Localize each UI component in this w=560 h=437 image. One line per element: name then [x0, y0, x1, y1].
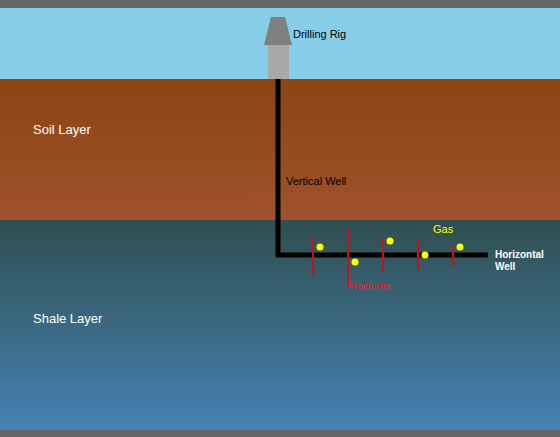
- node-label: Drilling Rig: [293, 28, 346, 41]
- gas-dot: [387, 238, 394, 245]
- node-label: Soil Layer: [33, 123, 91, 138]
- drilling-rig: Drilling Rig: [264, 17, 292, 79]
- gas-dot: [317, 244, 324, 251]
- gas-dot: [422, 252, 429, 259]
- node-label: Shale Layer: [33, 312, 102, 327]
- fracture-line: [452, 245, 454, 266]
- rig-tower: [264, 17, 292, 45]
- shale-band: Shale Layer: [0, 220, 560, 430]
- fracture-line: [417, 240, 419, 270]
- vertical-well: [276, 79, 281, 257]
- well-label: Horizontal Well: [495, 249, 557, 272]
- fracture-line: [347, 227, 349, 285]
- soil-band: Soil Layer: [0, 79, 560, 220]
- well-label: Vertical Well: [286, 175, 346, 188]
- horizontal-well: [276, 253, 488, 258]
- rig-base: [268, 45, 289, 79]
- gas-label: Gas: [433, 223, 453, 236]
- fracture-line: [312, 235, 314, 276]
- fracture-line: [382, 237, 384, 272]
- gas-dot: [352, 259, 359, 266]
- bottom-strip: [0, 430, 560, 437]
- top-strip: [0, 0, 560, 8]
- rig-shape: [264, 17, 292, 79]
- gas-dot: [457, 244, 464, 251]
- fractures-label: Fractures: [348, 281, 390, 293]
